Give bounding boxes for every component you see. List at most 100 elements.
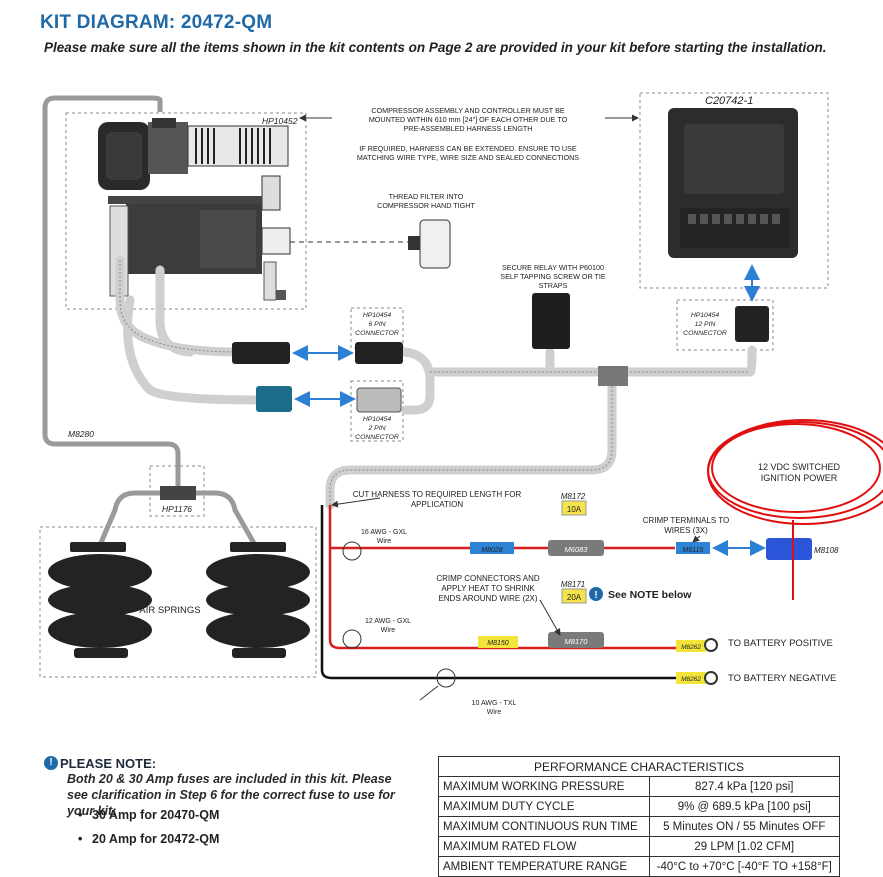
conn12-label-3: CONNECTOR bbox=[683, 330, 727, 337]
m8262-terminal-pos bbox=[676, 640, 706, 652]
wire16-label-2: Wire bbox=[377, 538, 391, 545]
performance-heading: PERFORMANCE CHARACTERISTICS bbox=[438, 756, 840, 777]
svg-text:!: ! bbox=[594, 590, 597, 601]
note-heading: PLEASE NOTE: bbox=[60, 756, 157, 771]
note-list: •30 Amp for 20470-QM •20 Amp for 20472-Q… bbox=[78, 808, 219, 856]
crimp-terminals-note-1: CRIMP TERMINALS TO bbox=[643, 516, 730, 525]
relay-note-1: SECURE RELAY WITH P60100 bbox=[502, 263, 604, 272]
fuse-20a bbox=[561, 588, 587, 604]
row-value: 5 Minutes ON / 55 Minutes OFF bbox=[648, 816, 841, 837]
m8028-connector bbox=[470, 542, 514, 554]
info-icon: ! bbox=[44, 756, 58, 770]
female-2pin-connector bbox=[356, 387, 402, 413]
relay-note-3: STRAPS bbox=[539, 281, 568, 290]
harness-note-2: MATCHING WIRE TYPE, WIRE SIZE AND SEALED… bbox=[357, 153, 579, 162]
performance-table: PERFORMANCE CHARACTERISTICS MAXIMUM WORK… bbox=[438, 756, 841, 877]
m8108-label: M8108 bbox=[814, 546, 839, 555]
conn12-label-1: HP10454 bbox=[691, 312, 720, 319]
fuse2-part-label: M8171 bbox=[561, 580, 585, 589]
battery-positive-label: TO BATTERY POSITIVE bbox=[728, 638, 833, 649]
cut-harness-note-2: APPLICATION bbox=[411, 500, 464, 509]
crimp-connectors-note-3: ENDS AROUND WIRE (2X) bbox=[438, 594, 537, 603]
wire10-label-2: Wire bbox=[487, 709, 501, 716]
row-value: -40°C to +70°C [-40°F TO +158°F] bbox=[648, 856, 841, 877]
page-subtitle: Please make sure all the items shown in … bbox=[44, 40, 827, 55]
fuse-10a bbox=[561, 500, 587, 516]
thread-filter-note-1: THREAD FILTER INTO bbox=[389, 192, 464, 201]
row-label: MAXIMUM WORKING PRESSURE bbox=[438, 776, 650, 797]
m8170-fuse-holder bbox=[548, 632, 604, 648]
compressor-illustration bbox=[98, 118, 291, 301]
conn12-label-2: 12 PIN bbox=[695, 321, 716, 328]
conn6-label-2: 6 PIN bbox=[369, 321, 386, 328]
wire-12awg bbox=[328, 505, 705, 650]
controller-illustration bbox=[668, 108, 798, 258]
conn6-label-1: HP10454 bbox=[363, 312, 392, 319]
harness-note-1: IF REQUIRED, HARNESS CAN BE EXTENDED. EN… bbox=[359, 144, 577, 153]
crimp-connectors-note-1: CRIMP CONNECTORS AND bbox=[436, 574, 539, 583]
air-line bbox=[42, 95, 181, 492]
compressor-note-1: COMPRESSOR ASSEMBLY AND CONTROLLER MUST … bbox=[371, 106, 565, 115]
row-label: MAXIMUM RATED FLOW bbox=[438, 836, 650, 857]
note-item: •30 Amp for 20470-QM bbox=[78, 808, 220, 822]
ignition-label-2: IGNITION POWER bbox=[761, 473, 838, 483]
wire16-label-1: 16 AWG - GXL bbox=[361, 529, 407, 536]
table-row: AMBIENT TEMPERATURE RANGE-40°C to +70°C … bbox=[438, 856, 841, 877]
m8262-neg-label: M8262 bbox=[681, 676, 701, 683]
compressor-part-label: HP10452 bbox=[262, 116, 298, 126]
conn2-label-3: CONNECTOR bbox=[355, 434, 399, 441]
m8150-label: M8150 bbox=[487, 640, 509, 647]
m8115-terminal bbox=[676, 542, 710, 554]
relay-icon bbox=[532, 293, 570, 349]
m6083-label: M6083 bbox=[565, 545, 589, 554]
tee-label: HP1176 bbox=[162, 504, 192, 514]
conn2-label-1: HP10454 bbox=[363, 416, 392, 423]
ignition-label-1: 12 VDC SWITCHED bbox=[758, 462, 841, 472]
male-6pin-connector bbox=[232, 342, 290, 364]
row-value: 827.4 kPa [120 psi] bbox=[648, 776, 841, 797]
male-2pin-connector bbox=[256, 386, 292, 412]
m8115-label: M8115 bbox=[683, 547, 704, 554]
battery-negative-label: TO BATTERY NEGATIVE bbox=[728, 673, 836, 684]
compressor-box bbox=[65, 112, 307, 310]
row-label: AMBIENT TEMPERATURE RANGE bbox=[438, 856, 650, 877]
ignition-annotation bbox=[707, 419, 883, 600]
m8170-label: M8170 bbox=[565, 637, 589, 646]
relay-note-2: SELF TAPPING SCREW OR TIE bbox=[500, 272, 606, 281]
row-value: 9% @ 689.5 kPa [100 psi] bbox=[648, 796, 841, 817]
conn2-box bbox=[350, 380, 404, 442]
cut-harness-note-1: CUT HARNESS TO REQUIRED LENGTH FOR bbox=[353, 490, 522, 499]
wire12-label-2: Wire bbox=[381, 627, 395, 634]
compressor-note-3: PRE-ASSEMBLED HARNESS LENGTH bbox=[403, 124, 532, 133]
conn6-box bbox=[350, 307, 404, 349]
thread-filter-note-2: COMPRESSOR HAND TIGHT bbox=[377, 201, 475, 210]
wire12-label-1: 12 AWG - GXL bbox=[365, 618, 411, 625]
row-label: MAXIMUM DUTY CYCLE bbox=[438, 796, 650, 817]
m8262-pos-label: M8262 bbox=[681, 644, 701, 651]
fuse1-part-label: M8172 bbox=[561, 492, 586, 501]
page-title: KIT DIAGRAM: 20472-QM bbox=[40, 12, 273, 33]
filter-icon bbox=[419, 219, 451, 269]
fuse1-rating: 10A bbox=[567, 505, 582, 514]
air-springs-box bbox=[39, 526, 317, 678]
row-label: MAXIMUM CONTINUOUS RUN TIME bbox=[438, 816, 650, 837]
conn6-label-3: CONNECTOR bbox=[355, 330, 399, 337]
tee-fitting bbox=[160, 486, 196, 500]
conn12-box bbox=[676, 299, 774, 351]
air-spring-left bbox=[48, 542, 152, 658]
m8262-terminal-neg bbox=[676, 672, 706, 684]
fuse2-rating: 20A bbox=[567, 593, 582, 602]
air-springs-label: AIR SPRINGS bbox=[139, 605, 200, 616]
compressor-note-2: MOUNTED WITHIN 610 mm [24"] OF EACH OTHE… bbox=[369, 115, 568, 124]
airline-label: M8280 bbox=[68, 429, 94, 439]
m8108-connector bbox=[766, 538, 812, 560]
female-6pin-connector bbox=[355, 342, 403, 364]
air-spring-right bbox=[206, 542, 310, 658]
crimp-connectors-note-2: APPLY HEAT TO SHRINK bbox=[441, 584, 535, 593]
m6083-fuse-holder bbox=[548, 540, 604, 556]
note-item: •20 Amp for 20472-QM bbox=[78, 832, 220, 846]
